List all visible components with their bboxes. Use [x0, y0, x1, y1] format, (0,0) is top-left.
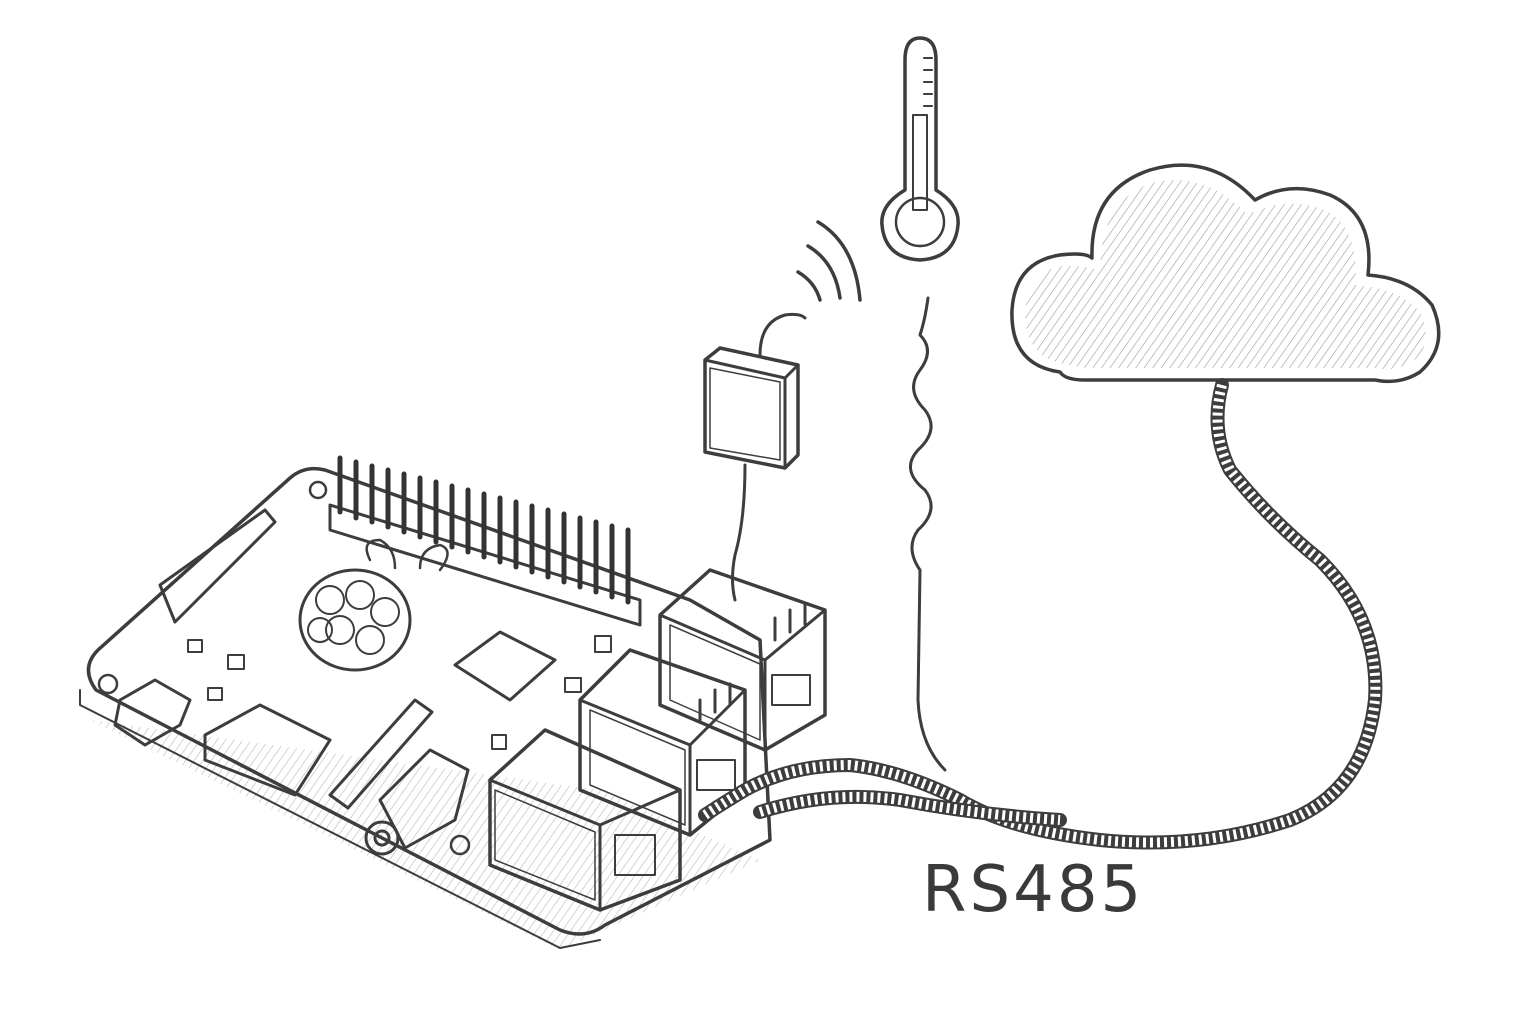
- display-connector: [158, 508, 277, 624]
- cable: [698, 378, 1383, 850]
- raspberry-pi-board: [79, 455, 827, 949]
- camera-connector: [328, 698, 434, 810]
- power-port: [113, 678, 192, 747]
- gpio-header: [328, 455, 642, 627]
- mounting-hole: [449, 834, 471, 856]
- hdmi-port: [203, 703, 332, 797]
- smd-component: [207, 687, 223, 701]
- thermometer-icon: [880, 36, 960, 262]
- ethernet-port: [488, 728, 682, 912]
- wireless-signal-icon: [796, 220, 862, 302]
- rs485-label: RS485: [922, 853, 1145, 927]
- board-shadow: [90, 720, 760, 950]
- smd-component: [564, 677, 582, 693]
- cloud-icon: [1010, 163, 1441, 384]
- smd-component: [187, 639, 203, 653]
- smd-component: [594, 635, 612, 653]
- sensor-wire: [909, 296, 947, 772]
- audio-jack: [364, 748, 470, 856]
- smd-component: [227, 654, 245, 670]
- mounting-hole: [97, 673, 119, 695]
- usb-port-stack: [658, 568, 827, 752]
- mounting-hole: [308, 480, 328, 500]
- cpu-chip: [453, 630, 557, 702]
- sensor-module: [703, 312, 807, 602]
- smd-component: [491, 734, 507, 750]
- raspberry-logo-icon: [298, 538, 449, 672]
